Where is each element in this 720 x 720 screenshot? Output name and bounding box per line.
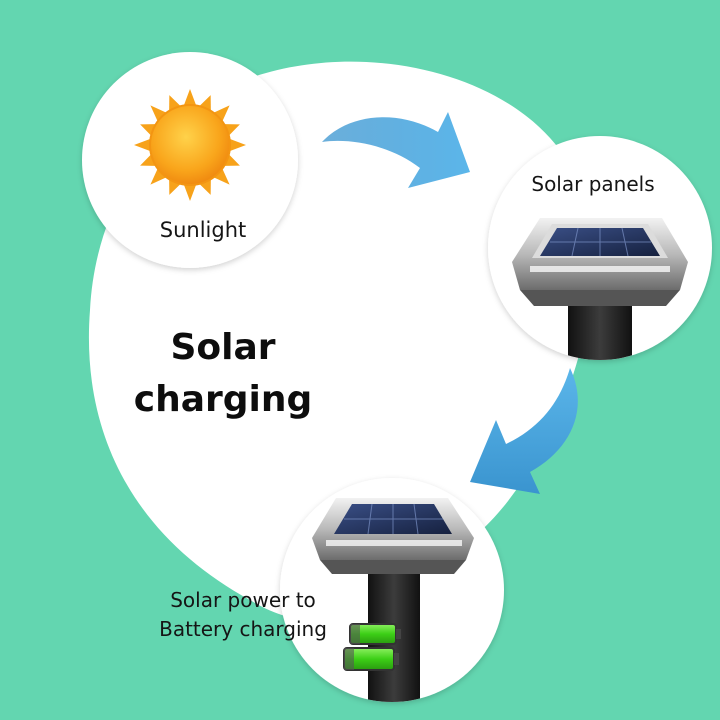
diagram-title: Solar charging — [118, 322, 328, 426]
solar-panels-label: Solar panels — [531, 172, 655, 196]
title-line1: Solar — [170, 327, 276, 368]
sunlight-step — [82, 52, 298, 268]
sun-icon — [134, 89, 246, 201]
arrow-sun-to-panels — [322, 112, 470, 188]
arrow-panels-to-battery — [470, 368, 578, 494]
battery-label-line2: Battery charging — [159, 617, 327, 641]
solar-panels-step — [488, 136, 712, 360]
title-line2: charging — [133, 379, 313, 420]
battery-icon — [343, 623, 401, 671]
battery-charging-label: Solar power to Battery charging — [138, 586, 348, 644]
sunlight-label: Sunlight — [159, 218, 247, 242]
solar-light-icon — [512, 218, 688, 360]
solar-light-icon-2 — [312, 498, 474, 702]
battery-charging-step — [280, 478, 504, 702]
battery-label-line1: Solar power to — [170, 588, 316, 612]
